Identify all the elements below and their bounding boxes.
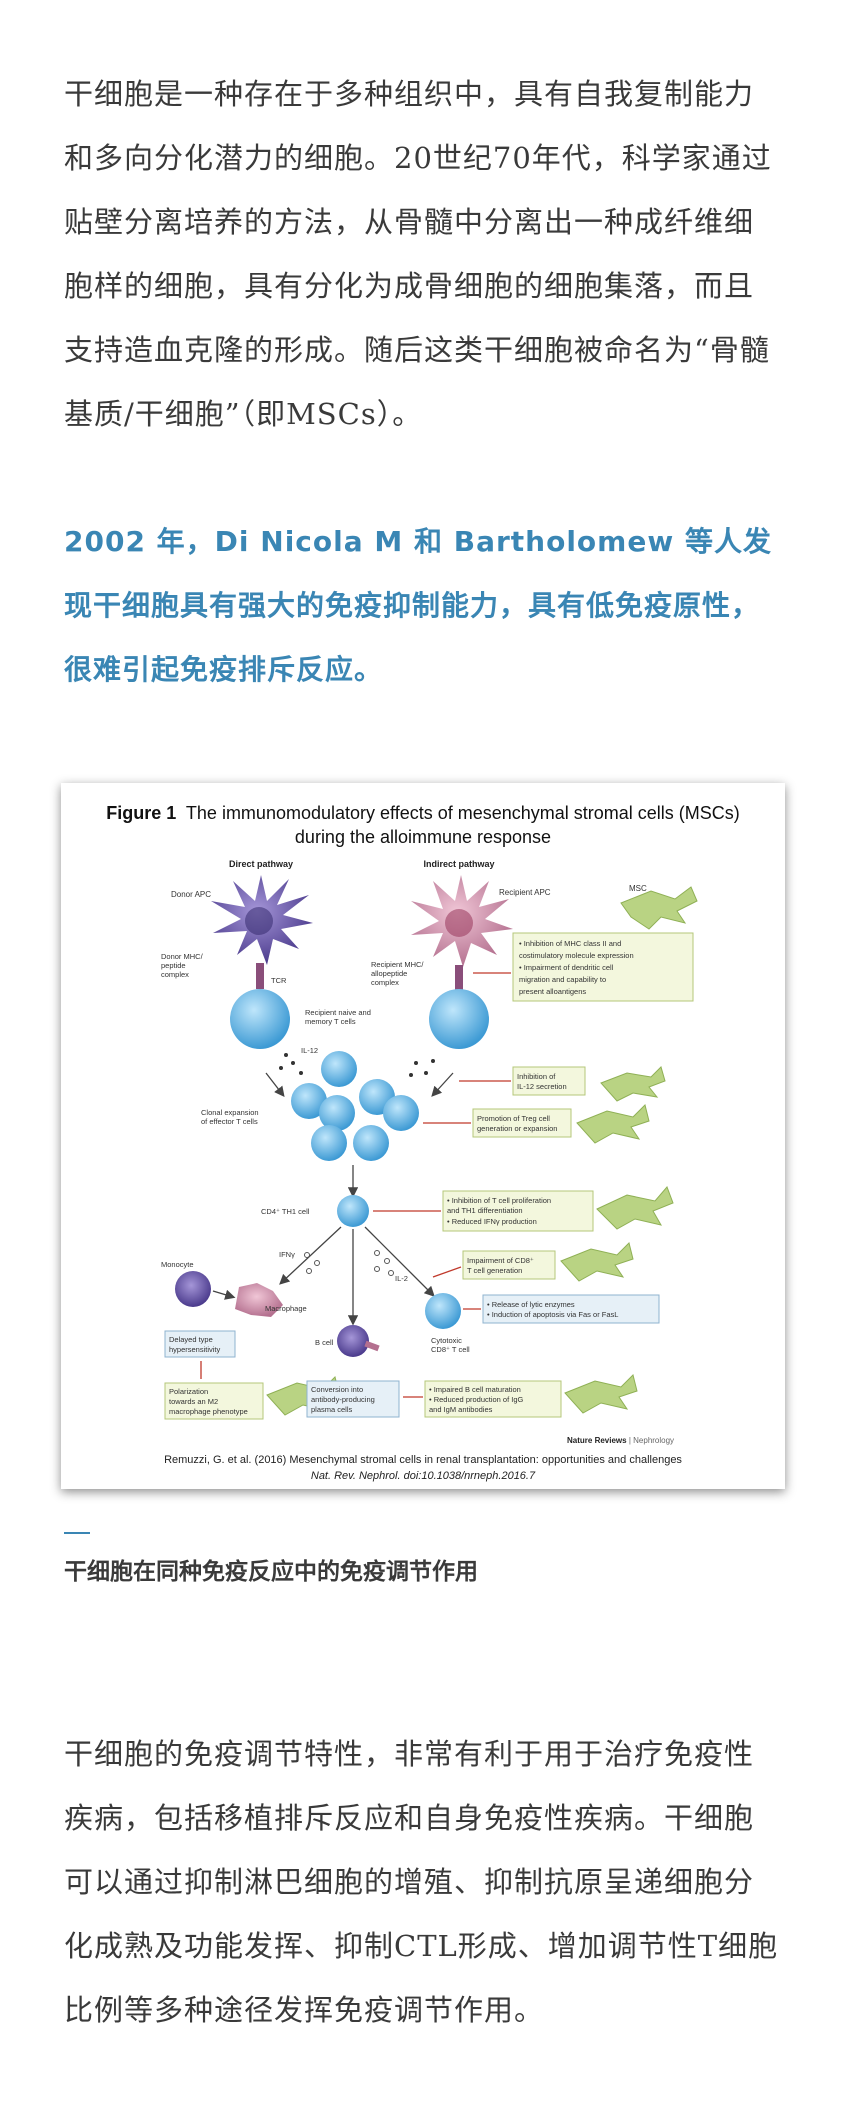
intro-paragraph: 干细胞是一种存在于多种组织中，具有自我复制能力和多向分化潜力的细胞。20世纪70…: [64, 77, 772, 431]
journal-name: Nature Reviews | Nephrology: [567, 1436, 674, 1445]
bcell-box: [424, 1380, 562, 1418]
tcr-label: TCR: [271, 976, 287, 985]
msc-cell-5: [560, 1242, 634, 1282]
monocyte-label: Monocyte: [161, 1260, 194, 1269]
inhibition-box-mhc-text: • Inhibition of MHC class II and costimu…: [519, 939, 636, 996]
monocyte-cell: [175, 1271, 211, 1307]
plasma-box-text: Conversion into antibody-producing plasm…: [311, 1385, 377, 1414]
indirect-pathway-label: Indirect pathway: [423, 859, 494, 869]
bcell-box-text: • Impaired B cell maturation • Reduced p…: [429, 1385, 525, 1414]
figure-title-line1: The immunomodulatory effects of mesenchy…: [186, 803, 740, 823]
recipient-apc-cell: [411, 875, 513, 967]
il12-box: [512, 1066, 586, 1096]
conclusion-paragraph: 干细胞的免疫调节特性，非常有利于用于治疗免疫性疾病，包括移植排斥反应和自身免疫性…: [64, 1737, 779, 2027]
il2-label: IL-2: [395, 1274, 408, 1283]
donor-mhc-complex: [256, 963, 264, 989]
bcell-label: B cell: [315, 1338, 334, 1347]
highlight-paragraph: 2002 年，Di Nicola M 和 Bartholomew 等人发现干细胞…: [64, 525, 772, 686]
figure-title-line2: during the alloimmune response: [295, 827, 551, 847]
cytokine-circles: [304, 1250, 394, 1276]
figure-title: Figure 1 The immunomodulatory effects of…: [106, 803, 740, 823]
donor-apc-cell: [211, 875, 313, 965]
macrophage-cell: [235, 1283, 283, 1317]
il12-dots: [279, 1053, 435, 1077]
macrophage-label: Macrophage: [265, 1304, 307, 1313]
b-cell-receptor: [364, 1340, 380, 1352]
recipient-t-cell-right: [429, 989, 489, 1049]
recipient-naive-label: Recipient naive and memory T cells: [305, 1008, 373, 1026]
cytotoxic-cd8-cell: [425, 1293, 461, 1329]
clonal-expansion-label: Clonal expansion of effector T cells: [201, 1108, 261, 1126]
msc-cell-4: [596, 1186, 674, 1230]
cd4-th1-label: CD4⁺ TH1 cell: [261, 1207, 310, 1216]
recipient-mhc-complex: [455, 965, 463, 991]
donor-apc-label: Donor APC: [171, 890, 211, 899]
ifn-label: IFNγ: [279, 1250, 295, 1259]
donor-mhc-label: Donor MHC/ peptide complex: [161, 952, 205, 979]
arrow-to-macrophage: [279, 1226, 342, 1285]
citation-line-2: Nat. Rev. Nephrol. doi:10.1038/nrneph.20…: [311, 1470, 536, 1482]
msc-cell-3: [576, 1104, 650, 1144]
treg-box: [472, 1108, 572, 1138]
msc-cell-2: [600, 1066, 666, 1102]
figure-immunomodulation: Figure 1 The immunomodulatory effects of…: [61, 783, 785, 1489]
cytotoxic-label: Cytotoxic CD8⁺ T cell: [431, 1336, 470, 1354]
arrow-il12-right: [431, 1072, 454, 1097]
arrow-to-cytotoxic: [364, 1226, 435, 1297]
recipient-mhc-label: Recipient MHC/ allopeptide complex: [371, 960, 426, 987]
recipient-apc-label: Recipient APC: [499, 888, 551, 897]
lytic-box-text: • Release of lytic enzymes • Induction o…: [487, 1300, 618, 1319]
plasma-box: [306, 1380, 400, 1418]
figure-title-bold: Figure 1: [106, 803, 176, 823]
lytic-box: [482, 1294, 660, 1324]
dth-box: [164, 1330, 236, 1358]
caption-accent-line: [64, 1532, 90, 1534]
msc-cell-7: [564, 1374, 638, 1414]
cd8-box-text: Impairment of CD8⁺ T cell generation: [467, 1256, 536, 1275]
figure-caption: 干细胞在同种免疫反应中的免疫调节作用: [64, 1559, 478, 1585]
arrow-il12-left: [265, 1072, 285, 1098]
inhibition-box-mhc: [512, 932, 694, 1002]
b-cell: [337, 1325, 369, 1357]
recipient-t-cell-left: [230, 989, 290, 1049]
il12-box-text: Inhibition of IL-12 secretion: [517, 1072, 567, 1091]
m2-box-text: Polarization towards an M2 macrophage ph…: [169, 1387, 248, 1416]
msc-label: MSC: [629, 884, 647, 893]
treg-box-text: Promotion of Treg cell generation or exp…: [477, 1114, 557, 1133]
inhibition-arrow-5: [432, 1266, 462, 1278]
cd4-th1-cell: [337, 1195, 369, 1227]
effector-t-cell-cluster: [291, 1051, 419, 1161]
m2-box: [164, 1382, 264, 1420]
il12-label: IL-12: [301, 1046, 318, 1055]
th1-box-text: • Inhibition of T cell proliferation and…: [447, 1196, 553, 1226]
direct-pathway-label: Direct pathway: [229, 859, 293, 869]
msc-cell-top: [620, 886, 698, 930]
citation-line-1: Remuzzi, G. et al. (2016) Mesenchymal st…: [164, 1454, 682, 1466]
dth-box-text: Delayed type hypersensitivity: [169, 1335, 221, 1354]
th1-box: [442, 1190, 594, 1232]
arrow-monocyte-macrophage: [212, 1289, 236, 1300]
cd8-box: [462, 1250, 556, 1280]
